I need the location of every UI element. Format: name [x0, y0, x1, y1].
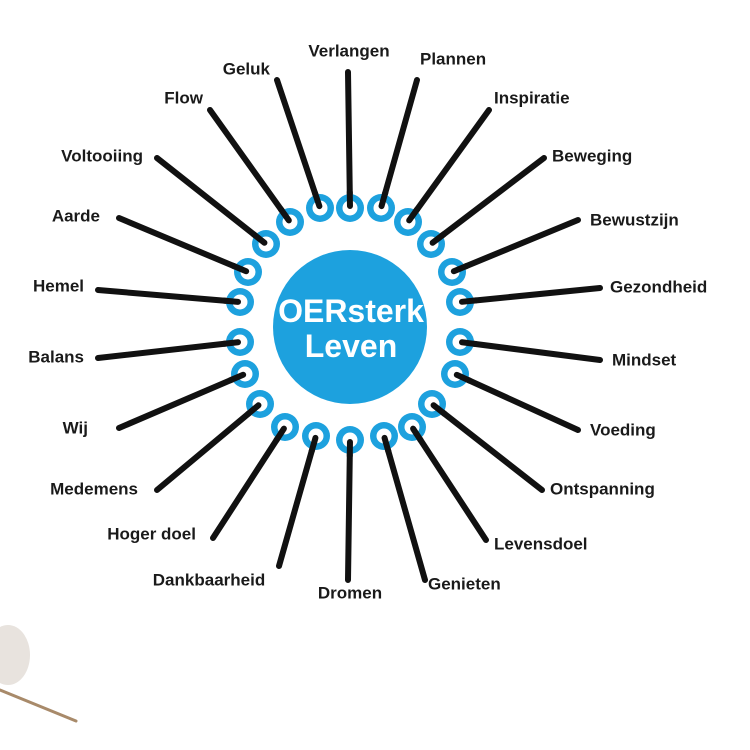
spoke-stub-voltooiing [250, 231, 268, 246]
label-ontspanning: Ontspanning [550, 479, 655, 498]
label-voltooiing: Voltooiing [61, 146, 143, 165]
label-bewustzijn: Bewustzijn [590, 210, 679, 229]
spoke-genieten [381, 433, 428, 583]
spoke-mindset [457, 339, 603, 363]
label-genieten: Genieten [428, 574, 501, 593]
spoke-stub-hoger-doel [273, 425, 287, 444]
label-dromen: Dromen [318, 583, 382, 602]
spoke-stub-genieten [381, 434, 392, 455]
label-dankbaarheid: Dankbaarheid [153, 570, 265, 589]
spoke-geluk [274, 77, 323, 211]
background-blob [0, 625, 30, 685]
label-plannen: Plannen [420, 49, 486, 68]
spoke-stub-inspiratie [406, 206, 421, 224]
spoke-beweging [428, 155, 547, 247]
spoke-stub-wij [227, 371, 247, 384]
spoke-stub-voeding [453, 371, 473, 384]
label-gezondheid: Gezondheid [610, 277, 707, 296]
spoke-ontspanning [429, 401, 545, 493]
spoke-voltooiing [154, 155, 269, 247]
label-levensdoel: Levensdoel [494, 534, 588, 553]
spoke-stub-levensdoel [410, 425, 424, 444]
label-medemens: Medemens [50, 479, 138, 498]
spoke-voeding [452, 371, 581, 433]
label-voeding: Voeding [590, 420, 656, 439]
spoke-dankbaarheid [276, 433, 319, 569]
spoke-stub-plannen [378, 189, 389, 210]
label-aarde: Aarde [52, 206, 100, 225]
spoke-inspiratie [405, 107, 492, 225]
spoke-levensdoel [409, 424, 489, 543]
spoke-aarde [116, 215, 251, 275]
spoke-stub-aarde [230, 262, 250, 275]
label-flow: Flow [164, 88, 203, 107]
spoke-bewustzijn [449, 217, 581, 275]
spoke-dromen [345, 437, 353, 583]
spoke-stub-balans [221, 339, 242, 347]
spoke-verlangen [345, 69, 353, 211]
label-hemel: Hemel [33, 276, 84, 295]
labels-group: Verlangen PlannenInspiratieBewegingBewust… [28, 41, 707, 602]
background-stick [0, 688, 78, 723]
spoke-stub-mindset [458, 339, 479, 348]
label-balans: Balans [28, 347, 84, 366]
spoke-hemel [95, 287, 243, 305]
background-decoration [0, 625, 78, 723]
spoke-plannen [378, 77, 420, 211]
label-inspiratie: Inspiratie [494, 88, 570, 107]
center-title-line1: OERsterk [278, 293, 424, 329]
spoke-gezondheid [457, 285, 603, 305]
spoke-stub-gezondheid [458, 297, 479, 305]
spoke-stub-beweging [429, 231, 447, 246]
spokes-group [95, 69, 603, 583]
center-disc [273, 250, 427, 404]
label-hoger-doel: Hoger doel [107, 524, 196, 543]
label-wij: Wij [63, 418, 88, 437]
spoke-stub-geluk [311, 189, 323, 210]
center-title-line2: Leven [305, 328, 397, 364]
spoke-stub-dankbaarheid [308, 434, 319, 455]
spoke-balans [95, 339, 243, 361]
spoke-hoger-doel [210, 424, 288, 541]
spoke-stub-ontspanning [430, 402, 448, 417]
spoke-flow [207, 107, 293, 225]
spoke-stub-medemens [244, 402, 262, 418]
bead-ring [221, 189, 479, 459]
label-verlangen: Verlangen [308, 41, 389, 60]
spoke-wij [116, 371, 248, 431]
label-mindset: Mindset [612, 350, 677, 369]
label-beweging: Beweging [552, 146, 632, 165]
spoke-medemens [154, 401, 263, 493]
label-geluk: Geluk [223, 59, 271, 78]
spoke-stub-bewustzijn [450, 262, 470, 275]
spoke-stub-flow [277, 205, 292, 224]
spoke-stub-hemel [221, 297, 242, 305]
